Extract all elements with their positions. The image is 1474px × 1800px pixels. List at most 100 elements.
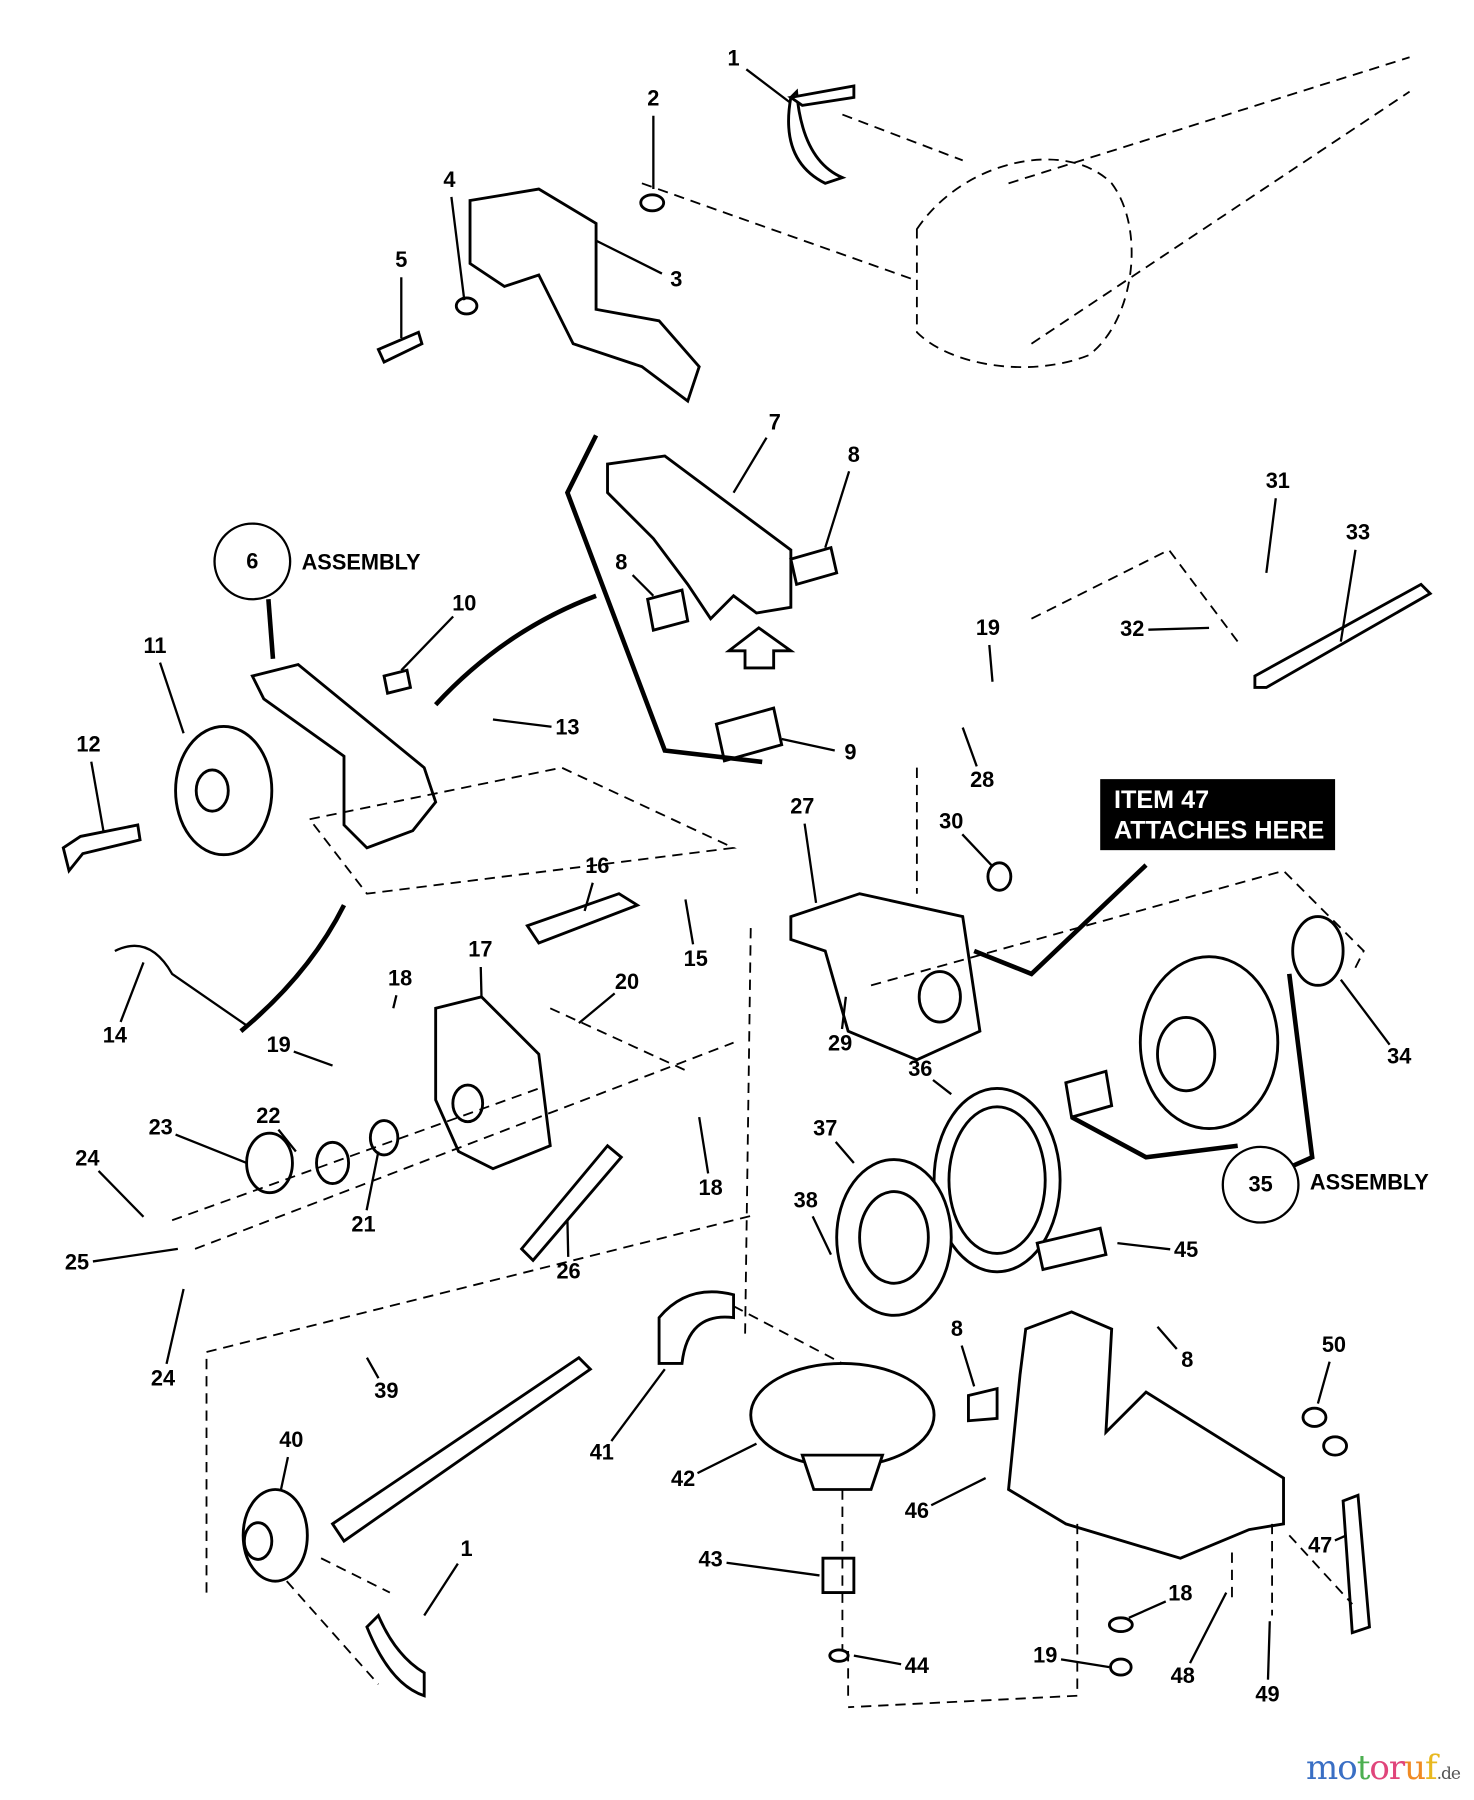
leader-line bbox=[732, 437, 768, 494]
part-number: 41 bbox=[590, 1440, 614, 1465]
part-number: 50 bbox=[1322, 1332, 1346, 1357]
part-label-47: 47 bbox=[1308, 1533, 1348, 1558]
item-47-callout: ITEM 47 ATTACHES HERE bbox=[1100, 779, 1336, 851]
part-label-48: 48 bbox=[1171, 1592, 1228, 1688]
leader-line bbox=[479, 966, 483, 997]
part-number: 8 bbox=[1181, 1347, 1193, 1372]
part-label-1: 1 bbox=[423, 1536, 473, 1617]
part-label-38: 38 bbox=[794, 1188, 832, 1256]
part-label-8: 8 bbox=[824, 442, 860, 549]
part-label-11: 11 bbox=[143, 633, 185, 734]
part-number: 11 bbox=[143, 633, 166, 658]
motoruf-watermark: motoruf.de bbox=[1306, 1748, 1461, 1788]
part-number: 48 bbox=[1171, 1663, 1195, 1688]
part-number: 43 bbox=[699, 1546, 723, 1571]
part-number: 18 bbox=[1168, 1581, 1192, 1606]
watermark-letter: t bbox=[1356, 1748, 1371, 1788]
leader-line bbox=[988, 644, 994, 682]
assembly-label: ASSEMBLY bbox=[302, 549, 421, 574]
assembly-35: 35 ASSEMBLY bbox=[1221, 1145, 1429, 1224]
leader-line bbox=[392, 994, 398, 1009]
part-label-20: 20 bbox=[578, 969, 639, 1025]
part-number: 8 bbox=[615, 549, 627, 574]
leader-line bbox=[961, 833, 993, 866]
leader-line bbox=[119, 962, 145, 1023]
part-label-28: 28 bbox=[961, 727, 994, 792]
part-number: 15 bbox=[684, 946, 708, 971]
leader-line bbox=[631, 574, 655, 597]
part-label-33: 33 bbox=[1339, 520, 1370, 642]
leader-line bbox=[1148, 626, 1210, 631]
leader-line bbox=[279, 1456, 290, 1490]
part-number: 44 bbox=[905, 1653, 929, 1678]
part-label-26: 26 bbox=[556, 1220, 581, 1284]
watermark-suffix: .de bbox=[1436, 1764, 1461, 1784]
part-number: 3 bbox=[670, 266, 682, 291]
part-label-41: 41 bbox=[590, 1368, 666, 1465]
part-label-29: 29 bbox=[828, 996, 852, 1056]
part-label-8: 8 bbox=[615, 549, 655, 597]
part-label-34: 34 bbox=[1339, 978, 1411, 1068]
part-number: 24 bbox=[75, 1145, 99, 1170]
watermark-letter: f bbox=[1425, 1748, 1438, 1788]
leader-line bbox=[824, 470, 851, 549]
leader-line bbox=[175, 1133, 248, 1165]
leader-line bbox=[684, 899, 695, 945]
leader-line bbox=[158, 662, 185, 734]
part-number: 16 bbox=[585, 853, 609, 878]
part-label-19: 19 bbox=[267, 1032, 333, 1067]
part-label-24: 24 bbox=[151, 1288, 185, 1390]
part-number: 28 bbox=[970, 767, 994, 792]
part-number: 5 bbox=[395, 247, 407, 272]
leader-line bbox=[277, 1128, 297, 1153]
part-number: 4 bbox=[443, 167, 455, 192]
part-number: 40 bbox=[279, 1427, 303, 1452]
part-label-19: 19 bbox=[976, 615, 1000, 682]
part-number: 2 bbox=[647, 85, 659, 110]
part-number: 18 bbox=[699, 1175, 723, 1200]
leader-line bbox=[1334, 1534, 1348, 1542]
part-number: 9 bbox=[844, 740, 856, 765]
callout-line-1: ITEM 47 bbox=[1114, 786, 1209, 814]
leader-line bbox=[1265, 498, 1277, 574]
part-number: 30 bbox=[939, 808, 963, 833]
part-number: 46 bbox=[905, 1498, 929, 1523]
leader-line bbox=[698, 1116, 710, 1174]
part-number: 19 bbox=[1033, 1643, 1057, 1668]
part-number: 29 bbox=[828, 1031, 852, 1056]
leader-line bbox=[365, 1151, 380, 1211]
leader-line bbox=[1339, 549, 1357, 642]
leader-line bbox=[1060, 1658, 1110, 1669]
assembly-6: 6 ASSEMBLY bbox=[213, 522, 421, 659]
leader-line bbox=[610, 1368, 666, 1442]
leader-line bbox=[90, 761, 105, 831]
leader-line bbox=[566, 1220, 570, 1257]
callout-line-2: ATTACHES HERE bbox=[1114, 817, 1324, 845]
part-number: 27 bbox=[790, 794, 814, 819]
part-number: 45 bbox=[1174, 1237, 1198, 1262]
part-number: 12 bbox=[76, 732, 100, 757]
leader-line bbox=[961, 727, 978, 767]
part-number: 49 bbox=[1255, 1681, 1279, 1706]
part-label-7: 7 bbox=[732, 410, 781, 494]
part-label-12: 12 bbox=[76, 732, 105, 831]
part-number: 7 bbox=[769, 410, 781, 435]
part-number: 18 bbox=[388, 965, 412, 990]
leader-line bbox=[1266, 1621, 1271, 1680]
watermark-letter: r bbox=[1388, 1748, 1405, 1788]
leader-line bbox=[450, 196, 466, 301]
watermark-letter: o bbox=[1369, 1748, 1390, 1788]
part-label-16: 16 bbox=[583, 853, 609, 912]
leader-line bbox=[1156, 1326, 1178, 1350]
assembly-number: 35 bbox=[1249, 1172, 1273, 1197]
part-label-8: 8 bbox=[951, 1316, 976, 1387]
part-label-24: 24 bbox=[75, 1145, 145, 1218]
part-label-44: 44 bbox=[853, 1653, 929, 1678]
leader-line bbox=[400, 615, 454, 672]
leader-line bbox=[853, 1654, 902, 1666]
leader-line bbox=[583, 882, 594, 912]
part-label-21: 21 bbox=[351, 1151, 380, 1237]
